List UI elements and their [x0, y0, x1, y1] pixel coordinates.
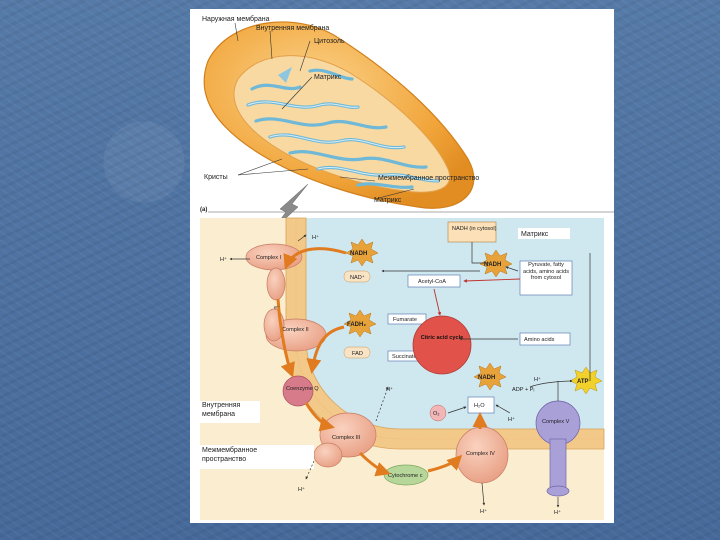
complex-3-lobe	[313, 442, 343, 468]
pyruvate-text: Pyruvate, fatty acids, amino acids from …	[522, 262, 569, 282]
nadh-cytosol-text: NADH (in cytosol)	[452, 226, 497, 232]
fad-label: FAD	[352, 351, 363, 357]
proton-arrows	[229, 234, 591, 508]
nadh-burst-icon	[473, 362, 507, 391]
fumarate-label: Fumarate	[393, 317, 417, 323]
nadh-burst-icon	[345, 238, 379, 267]
electron-flow-arrows	[276, 247, 488, 477]
complex-3-label: Complex III	[332, 435, 361, 441]
slide-figure: Наружная мембрана Внутренняя мембрана Ци…	[190, 9, 614, 523]
inner-membrane-label: Внутренняя мембрана	[202, 402, 241, 418]
h-plus-label-8: H⁺	[534, 376, 541, 383]
succinate-label: Succinate	[392, 354, 417, 360]
fadh2-label: FADH₂	[347, 322, 366, 328]
nadh-cytosol-box	[447, 221, 497, 243]
acetyl-coa-box	[407, 274, 461, 288]
coenzyme-q-label: Coenzyme Q	[286, 386, 319, 392]
h-plus-label-6: H⁺	[508, 416, 515, 423]
h2o-label: H₂O	[474, 403, 485, 409]
nadh-4-label: NADH	[478, 375, 495, 381]
complex-1-label: Complex I	[256, 255, 282, 261]
e-minus-label: e⁻	[274, 305, 280, 311]
cytochrome-c-label: Cytochrome c	[388, 473, 423, 479]
h-plus-label-3: H⁺	[386, 386, 393, 393]
intermembrane-label: Межмембранное пространство	[202, 447, 258, 463]
label-intermembrane-top-text: Межмембранное пространство	[378, 174, 479, 182]
h-plus-label-2: H⁺	[220, 256, 227, 263]
amino-acids-label: Amino acids	[524, 337, 555, 343]
feed-arrows	[433, 278, 521, 316]
mitochondrion-illustration	[203, 21, 475, 209]
inner-membrane-label-box	[200, 401, 260, 423]
nadh-burst-icon	[343, 309, 377, 338]
matrix-label-box	[518, 228, 570, 239]
amino-acids-box	[519, 332, 571, 346]
h-plus-label-1: H⁺	[312, 234, 319, 241]
nadh-3-label: NADH	[484, 262, 501, 268]
nadh-1-label: NADH	[350, 251, 367, 257]
cristae-highlights	[247, 101, 439, 182]
nad-plus-pill	[343, 270, 371, 283]
citric-acid-cycle-label: Citric acid cycle	[420, 335, 464, 341]
label-matrix-bottom: Матрикс	[374, 197, 402, 204]
pyruvate-box	[519, 260, 573, 296]
complex-2-label: Complex II	[282, 327, 309, 333]
citric-acid-cycle	[412, 315, 472, 375]
matrix-triangle	[278, 67, 292, 83]
intermembrane-label-box	[200, 445, 314, 469]
panel-tag: (a)	[200, 207, 207, 213]
complex-4-label: Complex IV	[466, 451, 495, 457]
matrix-label-bottom: Матрикс	[521, 231, 549, 238]
nad-plus-label: NAD⁺	[350, 274, 365, 281]
o2-label: O₂	[433, 411, 440, 417]
label-outer-membrane: Наружная мембрана	[202, 15, 270, 23]
complex-5-label: Complex V	[542, 419, 570, 425]
coenzyme-q	[282, 375, 314, 407]
atp-label: ATP	[577, 379, 589, 385]
adp-pi-label: ADP + Pᵢ	[512, 387, 535, 393]
h-plus-label-7: H⁺	[554, 509, 561, 516]
label-cristae: Кристы	[204, 174, 228, 181]
fad-pill	[343, 346, 371, 359]
nadh-cytosol-label: NADH (in cytosol)	[452, 226, 497, 232]
h-plus-label-4: H⁺	[298, 486, 305, 493]
fumarate-box	[387, 313, 427, 325]
top-leader-lines	[234, 22, 415, 200]
label-cytosol: Цитозоль	[314, 38, 345, 45]
complex-5	[535, 400, 581, 497]
acetyl-coa-label: Acetyl-CoA	[418, 279, 446, 285]
label-intermembrane-top: Межмембранное пространство	[378, 174, 479, 182]
h-plus-label-5: H⁺	[480, 508, 487, 515]
o2-circle	[429, 404, 447, 422]
label-matrix-top: Матрикс	[314, 74, 342, 81]
label-inner-membrane: Внутренняя мембрана	[256, 24, 329, 32]
complex-1-stem	[266, 267, 286, 301]
